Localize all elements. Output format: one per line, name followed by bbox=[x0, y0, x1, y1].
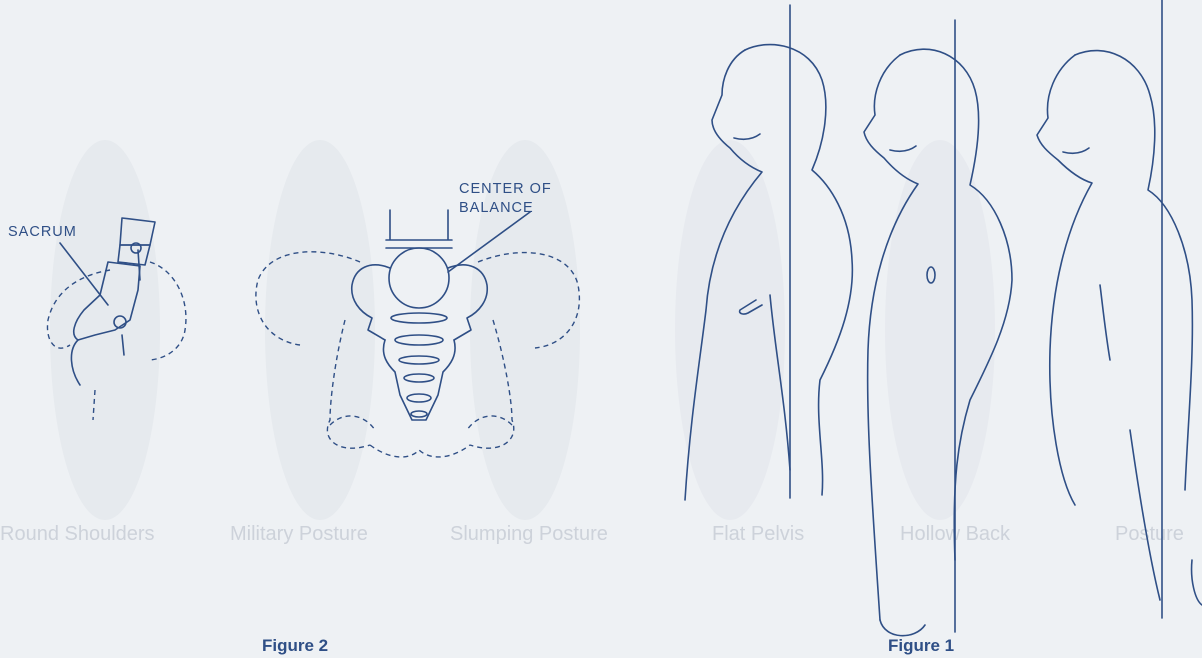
ghost-background: Round Shoulders Military Posture Slumpin… bbox=[0, 140, 1184, 545]
center-of-balance-label-line1: CENTER OF bbox=[459, 181, 552, 197]
ghost-caption-military-posture: Military Posture bbox=[230, 523, 368, 545]
figure-1-caption: Figure 1 bbox=[888, 636, 954, 655]
figure-2-caption: Figure 2 bbox=[262, 636, 328, 655]
ghost-caption-slumping-posture: Slumping Posture bbox=[450, 523, 608, 545]
ghost-caption-round-shoulders: Round Shoulders bbox=[0, 523, 155, 545]
ghost-caption-flat-pelvis: Flat Pelvis bbox=[712, 523, 804, 545]
center-of-balance-label-line2: BALANCE bbox=[459, 200, 534, 216]
ghost-caption-posture: Posture bbox=[1115, 523, 1184, 545]
sacrum-label: SACRUM bbox=[8, 224, 77, 240]
